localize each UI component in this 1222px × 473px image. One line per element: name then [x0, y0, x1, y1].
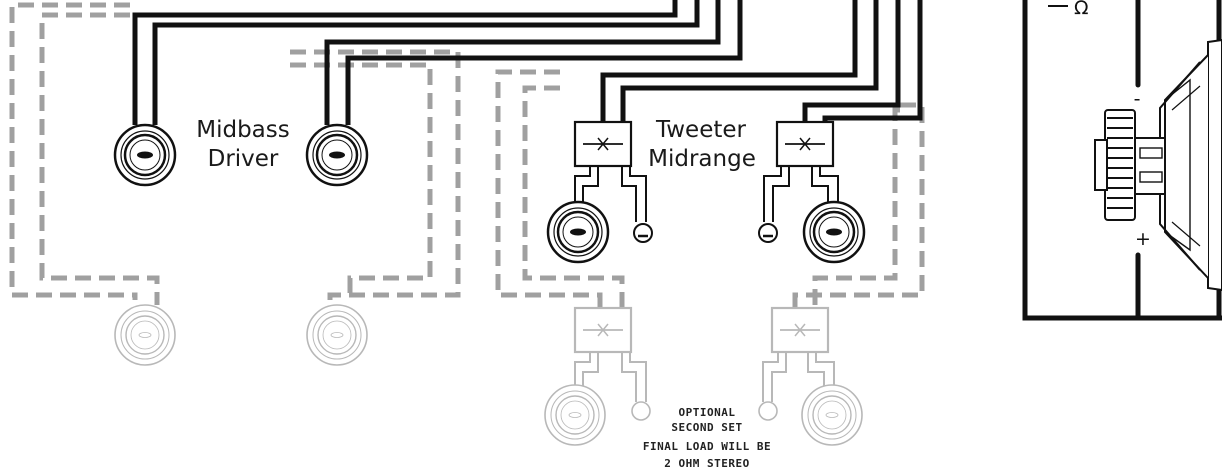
dashed-tweeter-right-inner	[812, 107, 900, 308]
note-line2: SECOND SET	[671, 421, 742, 434]
dashed-midbass-right-b	[290, 49, 461, 305]
faded-midbass-left	[114, 304, 176, 366]
dashed-tweeter-left-inner	[522, 85, 625, 308]
note-line4: 2 OHM STEREO	[664, 457, 749, 470]
note-line3: FINAL LOAD WILL BE	[643, 440, 771, 453]
crossover-leads	[574, 166, 839, 222]
optional-second-set	[114, 304, 863, 446]
faded-woofer-right	[801, 384, 863, 446]
faded-woofer-left	[544, 384, 606, 446]
subwoofer-magnet-ridges	[1107, 117, 1133, 209]
faded-tweeter-left	[631, 401, 651, 421]
midrange-woofer-right	[802, 200, 866, 264]
tweeter-right	[758, 223, 778, 243]
note-line1: OPTIONAL	[679, 406, 736, 419]
crossover-left	[573, 120, 633, 168]
tweeter-label-line2: Midrange	[648, 146, 756, 172]
midbass-driver-right	[305, 123, 369, 187]
midbass-driver-left	[113, 123, 177, 187]
wire-tweeter-r2	[822, 0, 923, 122]
dashed-wiring-paths	[9, 2, 925, 308]
wire-midbass-r2	[345, 0, 743, 125]
solid-wires	[132, 0, 923, 125]
dashed-midbass-left	[39, 12, 160, 305]
dashed-tweeter-right-outer	[792, 102, 925, 308]
sub-ohm-symbol: Ω	[1074, 0, 1089, 19]
dashed-tweeter-left-outer	[495, 69, 603, 308]
faded-midbass-right	[306, 304, 368, 366]
crossover-right	[775, 120, 835, 168]
wire-tweeter-r1	[802, 0, 901, 122]
faded-crossover-left	[573, 306, 633, 354]
faded-tweeter-right	[758, 401, 778, 421]
tweeter-label-line1: Tweeter	[655, 117, 747, 143]
wire-tweeter-l1	[600, 0, 858, 122]
faded-crossover-right	[770, 306, 830, 354]
wire-midbass-r1	[324, 0, 721, 125]
subwoofer-enclosure: Ω - +	[1022, 0, 1222, 321]
sub-plus-label: +	[1135, 228, 1151, 250]
sub-minus-label: -	[1134, 88, 1141, 110]
wire-tweeter-l2	[620, 0, 879, 122]
wire-midbass-l1	[132, 0, 678, 125]
midbass-label-line2: Driver	[208, 146, 279, 172]
subwoofer-side-view	[1094, 38, 1222, 292]
dashed-midbass-right-a	[290, 62, 433, 300]
wire-midbass-l2	[152, 0, 700, 125]
enclosure-walls	[1022, 0, 1222, 321]
midrange-woofer-left	[546, 200, 610, 264]
tweeter-left	[633, 223, 653, 243]
midbass-label-line1: Midbass	[196, 117, 290, 143]
dashed-midbass-outer	[9, 2, 138, 300]
